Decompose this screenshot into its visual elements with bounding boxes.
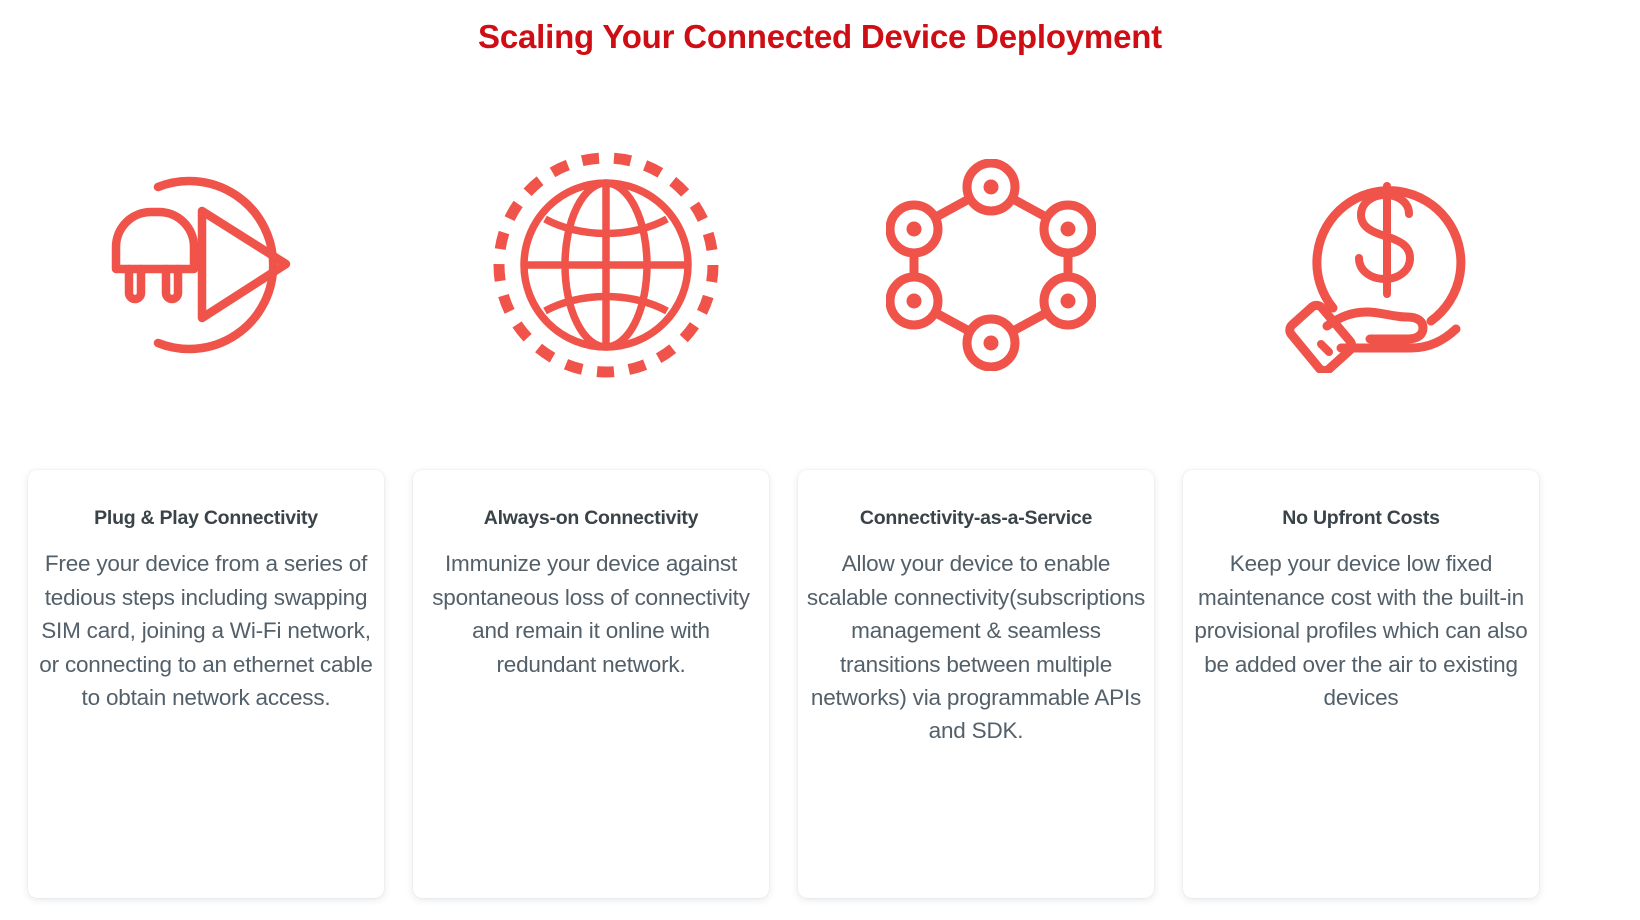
feature-card-no-upfront-costs[interactable]: No Upfront Costs Keep your device low fi… [1183,470,1539,898]
card-title: Always-on Connectivity [483,507,699,529]
card-body: Keep your device low fixed maintenance c… [1194,551,1528,710]
page-title: Scaling Your Connected Device Deployment [478,18,1162,55]
globe-icon [490,149,722,381]
icon-cell-hand-dollar [1183,140,1568,390]
card-title: Plug & Play Connectivity [94,507,318,529]
card-body: Immunize your device against spontaneous… [432,551,750,677]
card-body: Allow your device to enable scalable con… [806,551,1146,744]
card-title: Connectivity-as-a-Service [859,507,1093,529]
card-body: Free your device from a series of tediou… [39,551,373,710]
icon-cell-globe [413,140,798,390]
feature-card-row: Plug & Play Connectivity Free your devic… [28,470,1612,898]
feature-card-plug-play[interactable]: Plug & Play Connectivity Free your devic… [28,470,384,898]
network-hexagon-icon [885,159,1096,371]
plug-play-icon [96,151,346,379]
feature-card-always-on[interactable]: Always-on Connectivity Immunize your dev… [413,470,769,898]
hand-dollar-icon [1281,158,1471,373]
feature-card-caas[interactable]: Connectivity-as-a-Service Allow your dev… [798,470,1154,898]
icon-row [28,140,1612,390]
icon-cell-plug-play [28,140,413,390]
icon-cell-network [798,140,1183,390]
card-title: No Upfront Costs [1282,507,1440,529]
